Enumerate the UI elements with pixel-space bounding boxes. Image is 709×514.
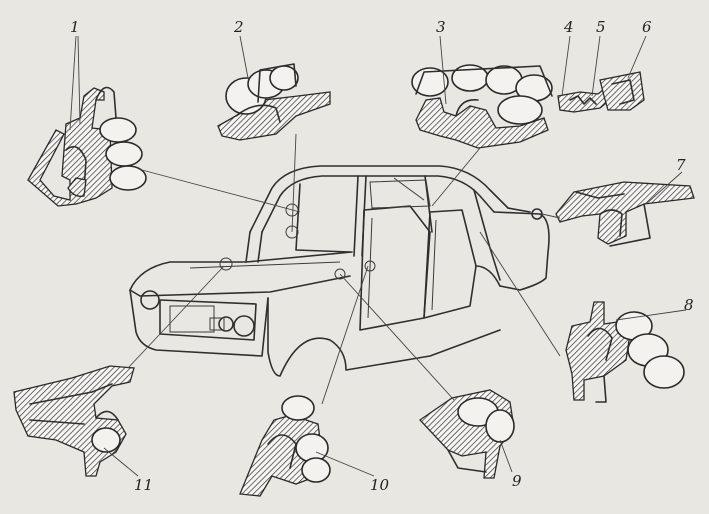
- seal-detail-4-5-6: [557, 71, 645, 113]
- car-body: [129, 165, 550, 377]
- callout-10: 10: [370, 476, 390, 494]
- callout-8: 8: [684, 296, 694, 314]
- leader-lines: [69, 35, 687, 477]
- callout-6: 6: [642, 18, 652, 36]
- callout-7: 7: [676, 156, 686, 174]
- callout-11: 11: [134, 476, 153, 494]
- seal-detail-8: [565, 301, 685, 403]
- seal-detail-9: [419, 389, 515, 479]
- seal-detail-11: [13, 365, 135, 477]
- seal-detail-3: [411, 64, 553, 149]
- callout-1: 1: [70, 18, 80, 36]
- callout-2: 2: [233, 18, 244, 36]
- seal-detail-10: [239, 395, 331, 497]
- seal-detail-2: [217, 63, 331, 141]
- seal-detail-1: [27, 86, 147, 207]
- callout-5: 5: [596, 18, 606, 36]
- callout-3: 3: [436, 18, 446, 36]
- callout-4: 4: [563, 18, 574, 36]
- callout-9: 9: [512, 472, 522, 490]
- attachment-points: [219, 203, 376, 280]
- callout-labels: 1 2 3 4 5 6 7 8 9 10 11: [70, 18, 694, 494]
- seal-detail-7: [555, 181, 695, 247]
